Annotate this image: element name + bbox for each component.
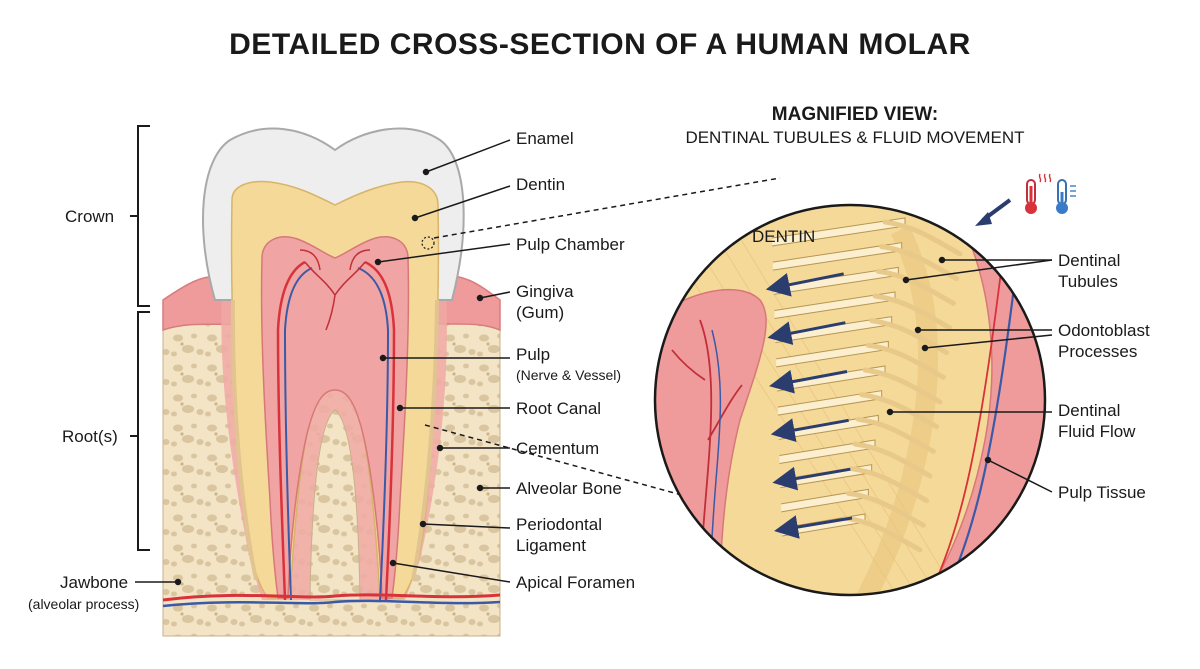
apical-foramen-label: Apical Foramen xyxy=(516,573,636,592)
fluid-flow-arrow xyxy=(769,369,848,394)
root-bracket xyxy=(130,311,150,551)
vein-right xyxy=(357,267,390,601)
mag-leader-lines xyxy=(886,256,1053,493)
stimulus-arrow-icon xyxy=(975,198,1012,226)
magnify-target xyxy=(421,236,435,250)
odonto-label-line2: Processes xyxy=(1058,342,1138,361)
fluid-flow-arrow xyxy=(770,418,849,442)
root-furcation xyxy=(309,409,361,601)
crown-bracket xyxy=(130,125,150,307)
fluid-flow-arrow xyxy=(772,466,851,491)
connector-top xyxy=(433,177,781,239)
odontoblast-process xyxy=(849,466,930,504)
artery-left xyxy=(276,260,306,601)
tubule xyxy=(771,217,906,247)
tubules-label-line2: Tubules xyxy=(1058,272,1118,291)
thermometer-hot-icon xyxy=(1025,173,1052,214)
gingiva-label-line2: (Gum) xyxy=(516,303,565,322)
odontoblast-process xyxy=(872,293,953,331)
connector-bottom xyxy=(424,424,701,501)
fluid-label-line2: Fluid Flow xyxy=(1058,422,1136,441)
artery-right xyxy=(364,260,396,601)
cementum-label: Cementum xyxy=(516,439,600,458)
alveolar-bone-label: Alveolar Bone xyxy=(516,479,622,498)
dentinal-tubules xyxy=(765,217,963,553)
cementum xyxy=(230,299,258,581)
roots-label: Root(s) xyxy=(62,427,118,446)
tubule xyxy=(776,340,889,368)
jawbone-label: Jawbone xyxy=(60,573,129,592)
pulp xyxy=(260,236,410,599)
mag-dentin-label: DENTIN xyxy=(752,227,816,246)
tubules-label-line1: Dentinal xyxy=(1058,251,1121,270)
magnified-view xyxy=(653,203,1047,597)
odontoblast-process xyxy=(852,441,933,479)
gingiva-label: Gingiva (Gum) xyxy=(516,281,574,323)
odontoblast-process xyxy=(842,515,923,553)
odontoblast-process xyxy=(855,416,936,454)
odontoblast-process xyxy=(865,342,946,380)
dentinal-fluid-label: Dentinal Fluid Flow xyxy=(1058,400,1135,442)
periodontal-ligament-label: Periodontal Ligament xyxy=(516,514,602,556)
odontoblast-process xyxy=(882,219,963,257)
odontoblast-label: Odontoblast Processes xyxy=(1058,320,1150,362)
odontoblast-process xyxy=(859,392,940,430)
magnified-subheading: DENTINAL TUBULES & FLUID MOVEMENT xyxy=(685,128,1025,147)
page-title: DETAILED CROSS-SECTION OF A HUMAN MOLAR xyxy=(229,28,971,61)
odontoblast-process xyxy=(875,268,956,306)
tubule xyxy=(779,439,876,464)
fluid-flow-arrow xyxy=(767,321,846,346)
magnified-heading: MAGNIFIED VIEW: xyxy=(771,104,939,125)
jawbone-sublabel: (alveolar process) xyxy=(28,596,140,612)
thermometer-cold-icon xyxy=(1056,179,1076,214)
fluid-label-line1: Dentinal xyxy=(1058,401,1121,420)
leader-lines xyxy=(135,139,511,586)
pulp-tissue-label: Pulp Tissue xyxy=(1058,483,1146,502)
tubule xyxy=(777,390,883,416)
periodontal-label-line1: Periodontal xyxy=(516,515,603,534)
tubule xyxy=(772,242,903,271)
dentinal-tubules-label: Dentinal Tubules xyxy=(1058,250,1120,292)
tubule xyxy=(774,291,896,319)
gingiva-label-line1: Gingiva xyxy=(516,282,574,301)
enamel-label: Enamel xyxy=(516,129,574,148)
vein-left xyxy=(283,267,313,601)
fluid-flow-arrow xyxy=(765,272,844,297)
root-canal-label: Root Canal xyxy=(516,399,602,418)
odontoblast-process xyxy=(845,490,926,528)
odontoblast-process xyxy=(862,367,943,405)
pulp-label-line1: Pulp xyxy=(516,345,551,364)
periodontal-label-line2: Ligament xyxy=(516,536,586,555)
odonto-label-line1: Odontoblast xyxy=(1058,321,1150,340)
pulp-label-line2: (Nerve & Vessel) xyxy=(516,367,622,383)
fluid-flow-arrow xyxy=(774,515,853,539)
molar-cross-section xyxy=(162,127,501,637)
pulp-label: Pulp (Nerve & Vessel) xyxy=(516,344,621,386)
jaw-vessels xyxy=(162,593,501,602)
odontoblast-process xyxy=(869,318,950,356)
pulp-chamber-label: Pulp Chamber xyxy=(516,235,625,254)
dentin-label: Dentin xyxy=(516,175,566,194)
crown-label: Crown xyxy=(65,207,115,226)
